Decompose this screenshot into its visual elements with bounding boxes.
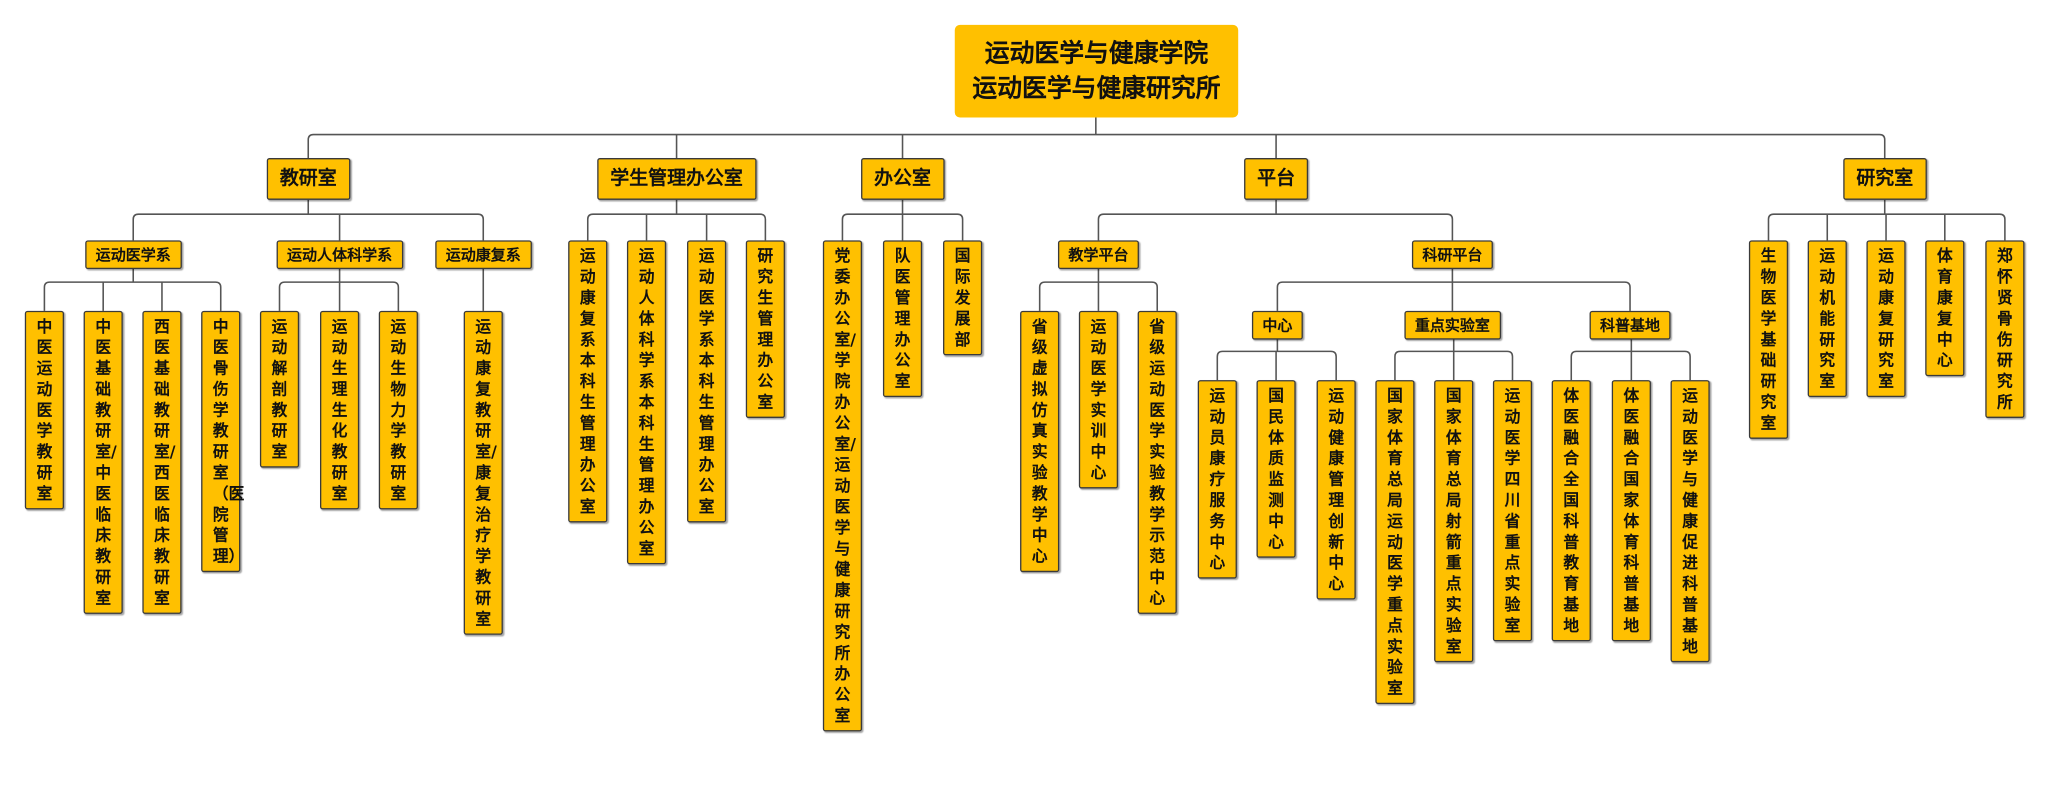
connector bbox=[278, 269, 400, 311]
connector bbox=[307, 117, 1886, 159]
org-unit-level1[interactable]: 研究室 bbox=[1843, 158, 1927, 200]
org-unit-leaf[interactable]: 国际发展部 bbox=[943, 240, 983, 356]
org-unit-leaf[interactable]: 运动康复教研室/康复治疗学教研室 bbox=[463, 310, 503, 635]
org-unit-leaf[interactable]: 队医管理办公室 bbox=[882, 240, 923, 398]
connector bbox=[1767, 199, 2006, 241]
org-unit-group[interactable]: 科普基地 bbox=[1589, 310, 1671, 340]
org-unit-leaf[interactable]: 运动人体科学系本科生管理办公室 bbox=[626, 240, 667, 565]
org-unit-leaf[interactable]: 运动健康管理创新中心 bbox=[1316, 380, 1356, 600]
org-unit-leaf[interactable]: 运动生物力学教研室 bbox=[378, 310, 418, 510]
org-unit-leaf[interactable]: 生物医学基础研究室 bbox=[1748, 240, 1789, 439]
org-unit-leaf[interactable]: 运动康复研究室 bbox=[1866, 240, 1906, 398]
org-unit-leaf[interactable]: 中医基础教研室/中医临床教研室 bbox=[83, 310, 123, 614]
org-unit-leaf[interactable]: 运动医学与健康促进科普基地 bbox=[1670, 380, 1710, 663]
org-unit-leaf[interactable]: 西医基础教研室/西医临床教研室 bbox=[142, 310, 182, 614]
org-unit-group[interactable]: 运动人体科学系 bbox=[276, 240, 403, 270]
org-unit-group[interactable]: 科研平台 bbox=[1411, 240, 1493, 270]
root-title-line-2: 运动医学与健康研究所 bbox=[972, 73, 1221, 103]
org-unit-leaf[interactable]: 体育康复中心 bbox=[1925, 240, 1965, 377]
connector bbox=[1394, 338, 1514, 381]
org-unit-leaf[interactable]: 运动员康疗服务中心 bbox=[1197, 380, 1237, 579]
org-unit-leaf[interactable]: 党委办公室/学院办公室/运动医学与健康研究所办公室 bbox=[822, 240, 863, 732]
org-unit-leaf[interactable]: 国民体质监测中心 bbox=[1256, 380, 1296, 558]
org-unit-leaf[interactable]: 运动医学四川省重点实验室 bbox=[1492, 380, 1533, 642]
connector bbox=[1276, 269, 1631, 311]
org-unit-leaf[interactable]: 体医融合国家体育科普基地 bbox=[1611, 380, 1651, 642]
org-unit-leaf[interactable]: 国家体育总局射箭重点实验室 bbox=[1434, 380, 1474, 663]
org-unit-leaf[interactable]: 运动机能研究室 bbox=[1807, 240, 1847, 398]
org-unit-level1[interactable]: 教研室 bbox=[266, 158, 350, 200]
org-unit-leaf[interactable]: 中医运动医学教研室 bbox=[24, 310, 64, 510]
connector bbox=[1097, 199, 1454, 241]
connector bbox=[1570, 338, 1691, 381]
connector bbox=[1038, 269, 1159, 311]
connector bbox=[586, 199, 767, 241]
org-unit-leaf[interactable]: 运动解剖教研室 bbox=[259, 310, 300, 468]
root-title-line-1: 运动医学与健康学院 bbox=[984, 38, 1209, 68]
org-unit-level1[interactable]: 学生管理办公室 bbox=[597, 158, 756, 200]
org-unit-group[interactable]: 运动康复系 bbox=[435, 240, 532, 270]
org-unit-leaf[interactable]: 运动医学系本科生管理办公室 bbox=[687, 240, 727, 523]
connector bbox=[841, 199, 964, 241]
org-unit-leaf[interactable]: 运动康复系本科生管理办公室 bbox=[568, 240, 608, 523]
connector bbox=[43, 269, 222, 311]
org-unit-group[interactable]: 重点实验室 bbox=[1404, 310, 1501, 340]
org-unit-group[interactable]: 运动医学系 bbox=[85, 240, 182, 270]
org-unit-leaf[interactable]: 国家体育总局运动医学重点实验室 bbox=[1375, 380, 1415, 704]
org-unit-leaf[interactable]: 郑怀贤骨伤研究所 bbox=[1985, 240, 2025, 418]
org-unit-leaf[interactable]: 研究生管理办公室 bbox=[745, 240, 785, 418]
connector bbox=[132, 199, 485, 241]
org-unit-leaf[interactable]: 体医融合全国科普教育基地 bbox=[1551, 380, 1591, 642]
org-unit-group[interactable]: 中心 bbox=[1251, 310, 1303, 340]
org-unit-leaf[interactable]: 中医骨伤学教研室（医院管理） bbox=[201, 310, 244, 573]
org-unit-leaf[interactable]: 运动医学实训中心 bbox=[1078, 310, 1119, 489]
org-unit-leaf[interactable]: 省级运动医学实验教学示范中心 bbox=[1137, 310, 1177, 614]
org-unit-level1[interactable]: 平台 bbox=[1244, 158, 1309, 200]
org-unit-group[interactable]: 教学平台 bbox=[1057, 240, 1139, 270]
root-node[interactable]: 运动医学与健康学院 运动医学与健康研究所 bbox=[954, 24, 1239, 118]
org-unit-level1[interactable]: 办公室 bbox=[861, 158, 944, 200]
org-unit-leaf[interactable]: 省级虚拟仿真实验教学中心 bbox=[1020, 310, 1060, 573]
connector bbox=[1216, 338, 1337, 381]
org-unit-leaf[interactable]: 运动生理生化教研室 bbox=[319, 310, 360, 510]
